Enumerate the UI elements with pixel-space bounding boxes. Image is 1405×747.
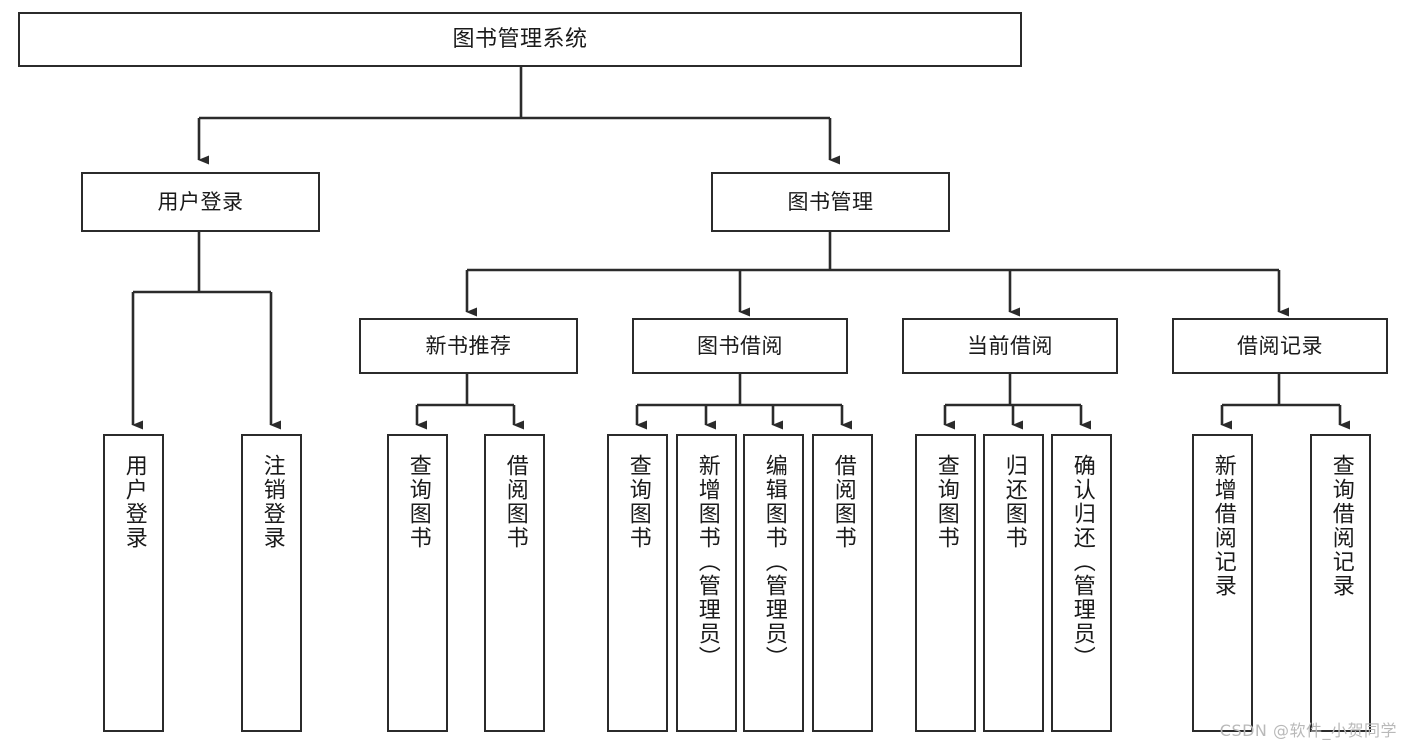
leaf-user-login-logout[interactable]: 注销登录: [241, 434, 302, 732]
leaf-book-borrow-borrow-label: 借阅图书: [830, 454, 856, 550]
node-new-book-recommend-label: 新书推荐: [425, 333, 512, 358]
node-borrow-record[interactable]: 借阅记录: [1172, 318, 1388, 374]
leaf-current-borrow-query[interactable]: 查询图书: [915, 434, 976, 732]
leaf-new-book-borrow-label: 借阅图书: [502, 454, 528, 550]
leaf-borrow-record-query-label: 查询借阅记录: [1328, 454, 1354, 598]
node-current-borrow-label: 当前借阅: [967, 333, 1053, 358]
leaf-book-borrow-edit-label: 编辑图书（管理员）: [761, 454, 787, 670]
node-book-borrow[interactable]: 图书借阅: [632, 318, 848, 374]
leaf-borrow-record-add-label: 新增借阅记录: [1210, 454, 1236, 598]
leaf-new-book-borrow[interactable]: 借阅图书: [484, 434, 545, 732]
leaf-current-borrow-confirm-return-label: 确认归还（管理员）: [1069, 454, 1095, 670]
leaf-current-borrow-query-label: 查询图书: [933, 454, 959, 550]
leaf-borrow-record-add[interactable]: 新增借阅记录: [1192, 434, 1253, 732]
leaf-user-login-login[interactable]: 用户登录: [103, 434, 164, 732]
leaf-book-borrow-borrow[interactable]: 借阅图书: [812, 434, 873, 732]
leaf-book-borrow-add[interactable]: 新增图书（管理员）: [676, 434, 737, 732]
leaf-book-borrow-query[interactable]: 查询图书: [607, 434, 668, 732]
node-user-login[interactable]: 用户登录: [81, 172, 320, 232]
leaf-borrow-record-query[interactable]: 查询借阅记录: [1310, 434, 1371, 732]
leaf-user-login-logout-label: 注销登录: [259, 454, 285, 550]
node-book-management-label: 图书管理: [787, 189, 874, 214]
node-book-borrow-label: 图书借阅: [697, 333, 783, 358]
node-user-login-label: 用户登录: [157, 189, 244, 214]
leaf-book-borrow-add-label: 新增图书（管理员）: [694, 454, 720, 670]
leaf-new-book-query-label: 查询图书: [405, 454, 431, 550]
leaf-new-book-query[interactable]: 查询图书: [387, 434, 448, 732]
leaf-current-borrow-return[interactable]: 归还图书: [983, 434, 1044, 732]
node-new-book-recommend[interactable]: 新书推荐: [359, 318, 578, 374]
node-borrow-record-label: 借阅记录: [1237, 333, 1323, 358]
node-root-system[interactable]: 图书管理系统: [18, 12, 1022, 67]
leaf-book-borrow-query-label: 查询图书: [625, 454, 651, 550]
leaf-current-borrow-confirm-return[interactable]: 确认归还（管理员）: [1051, 434, 1112, 732]
node-root-system-label: 图书管理系统: [452, 26, 588, 52]
leaf-book-borrow-edit[interactable]: 编辑图书（管理员）: [743, 434, 804, 732]
leaf-current-borrow-return-label: 归还图书: [1001, 454, 1027, 550]
node-current-borrow[interactable]: 当前借阅: [902, 318, 1118, 374]
node-book-management[interactable]: 图书管理: [711, 172, 950, 232]
leaf-user-login-login-label: 用户登录: [121, 454, 147, 550]
csdn-watermark: CSDN @软件_小贺同学: [1219, 721, 1397, 740]
